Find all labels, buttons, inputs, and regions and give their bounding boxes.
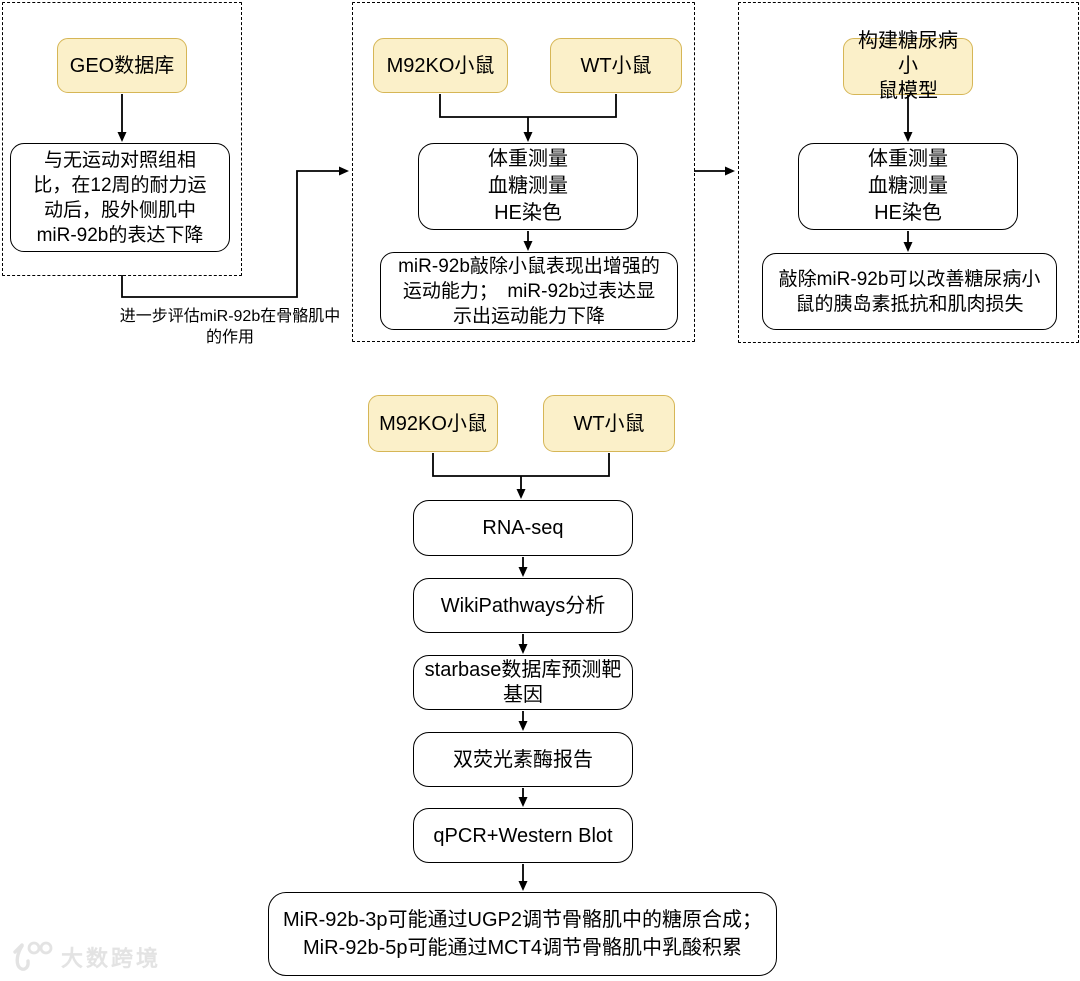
caption-mir92b-role: 进一步评估miR-92b在骨骼肌中 的作用	[119, 308, 341, 346]
swirl-100-logo-icon	[13, 941, 53, 971]
node-diabetes-model: 构建糖尿病小 鼠模型	[843, 30, 973, 102]
node-rna-seq: RNA-seq	[413, 500, 633, 556]
node-m92ko-mice-bottom: M92KO小鼠	[368, 395, 498, 452]
watermark: 大数跨境	[8, 938, 161, 976]
node-geo-database: GEO数据库	[57, 38, 187, 93]
node-exercise-expression-finding: 与无运动对照组相 比，在12周的耐力运 动后，股外侧肌中 miR-92b的表达下…	[10, 143, 230, 252]
node-wikipathways-analysis: WikiPathways分析	[413, 578, 633, 633]
node-qpcr-western-blot: qPCR+Western Blot	[413, 808, 633, 863]
watermark-text: 大数跨境	[61, 946, 162, 971]
node-exercise-capacity-finding: miR-92b敲除小鼠表现出增强的 运动能力； miR-92b过表达显 示出运动…	[380, 252, 678, 330]
node-starbase-target-prediction: starbase数据库预测靶 基因	[413, 655, 633, 710]
panel-diabetes-experiment	[738, 2, 1079, 343]
node-phenotype-assays-diabetes: 体重测量 血糖测量 HE染色	[798, 143, 1018, 230]
connector-bottom-merge	[432, 453, 610, 477]
node-conclusion: MiR-92b-3p可能通过UGP2调节骨骼肌中的糖原合成； MiR-92b-5…	[268, 892, 777, 976]
node-wt-mice-bottom: WT小鼠	[543, 395, 675, 452]
node-phenotype-assays-exercise: 体重测量 血糖测量 HE染色	[418, 143, 638, 230]
node-diabetes-finding: 敲除miR-92b可以改善糖尿病小 鼠的胰岛素抵抗和肌肉损失	[762, 253, 1057, 330]
connector-left-to-middle-panel	[121, 166, 349, 298]
node-wt-mice-top: WT小鼠	[550, 38, 682, 93]
panel-exercise-experiment	[352, 2, 695, 342]
connector-top-merge	[439, 94, 617, 118]
node-m92ko-mice-top: M92KO小鼠	[373, 38, 508, 93]
node-dual-luciferase-report: 双荧光素酶报告	[413, 732, 633, 787]
